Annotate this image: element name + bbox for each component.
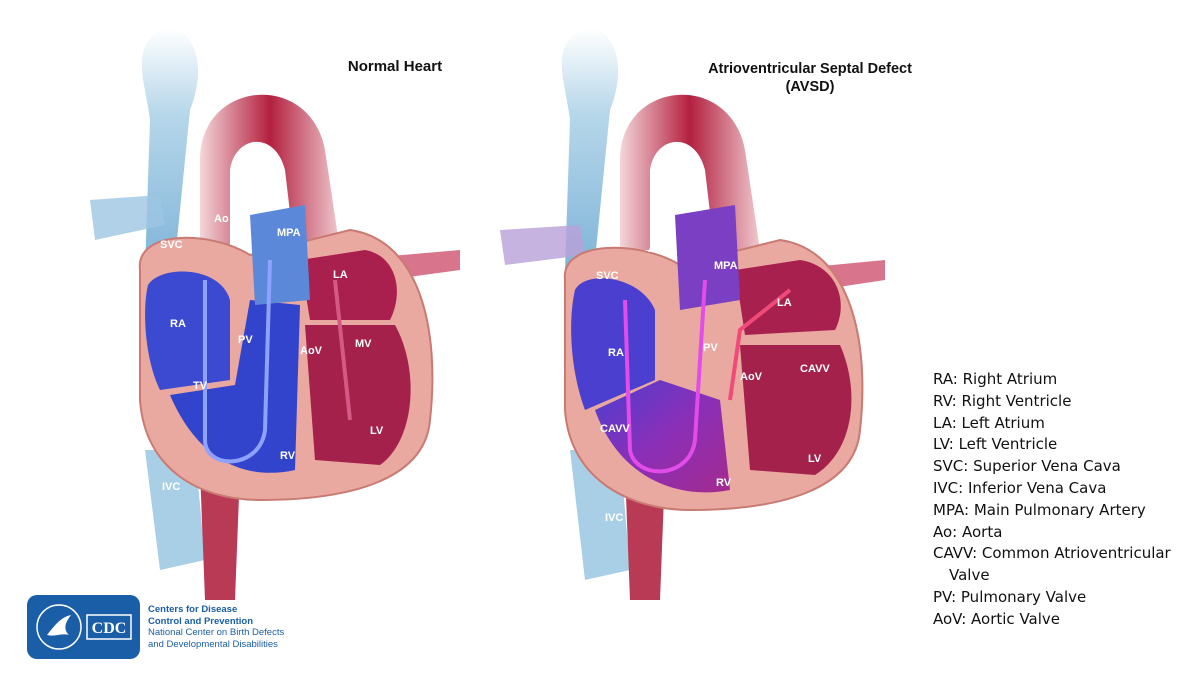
label-rv: RV <box>280 450 296 462</box>
legend-item: SVC: Superior Vena Cava <box>933 457 1121 476</box>
right-atrium <box>145 271 230 390</box>
main-pulmonary-artery <box>675 205 740 310</box>
right-atrium <box>571 278 655 410</box>
label-ra: RA <box>170 318 186 330</box>
blood-flow-arrow <box>203 259 272 464</box>
label-ivc: IVC <box>605 512 623 524</box>
cdc-line1: Centers for Disease <box>148 604 238 615</box>
legend-item: AoV: Aortic Valve <box>933 609 1061 628</box>
legend-item: PV: Pulmonary Valve <box>933 587 1087 606</box>
left-ventricle <box>305 325 411 465</box>
label-tv: TV <box>193 380 208 392</box>
label-la: LA <box>333 269 348 281</box>
descending-aorta <box>200 470 240 600</box>
legend-item: RA: Right Atrium <box>933 370 1058 388</box>
superior-vena-cava <box>141 28 199 271</box>
label-rv: RV <box>716 477 732 489</box>
label-cavv-left: CAVV <box>600 423 630 435</box>
left-ventricle <box>740 345 852 475</box>
label-la: LA <box>777 297 792 309</box>
avsd-title-line1: Atrioventricular Septal Defect <box>708 61 912 77</box>
label-svc: SVC <box>160 239 183 251</box>
abbreviation-legend: RA: Right Atrium RV: Right Ventricle LA:… <box>933 369 1198 631</box>
cdc-line4: and Developmental Disabilities <box>148 638 278 650</box>
blood-flow-arrow <box>623 279 707 474</box>
hhs-eagle-icon: CDC <box>36 604 132 650</box>
label-ao: Ao <box>214 213 229 225</box>
normal-heart-title: Normal Heart <box>347 58 443 75</box>
label-pv: PV <box>238 334 253 346</box>
label-mv: MV <box>355 338 372 350</box>
pulmonary-vessels-left <box>90 195 165 240</box>
label-ivc: IVC <box>162 481 180 493</box>
label-aov: AoV <box>740 371 763 383</box>
cdc-line2: Control and Prevention <box>148 615 254 627</box>
label-ra: RA <box>608 347 624 359</box>
left-atrium <box>300 250 397 320</box>
label-lv: LV <box>370 425 384 437</box>
label-svc: SVC <box>596 270 619 282</box>
legend-item-continuation: Valve <box>949 566 990 585</box>
pulmonary-vessels-left <box>500 225 585 265</box>
main-pulmonary-artery <box>250 205 310 305</box>
label-mpa: MPA <box>277 227 301 239</box>
blood-flow-arrow <box>728 288 792 401</box>
label-ao: Ao <box>648 243 663 255</box>
label-mpa: MPA <box>714 260 738 272</box>
left-atrium <box>735 260 841 335</box>
cdc-mark: CDC <box>92 620 127 637</box>
legend-item: Ao: Aorta <box>933 522 1003 541</box>
cdc-logo-text: Centers for Disease Control and Preventi… <box>148 604 284 650</box>
avsd-title-line2: (AVSD) <box>785 79 835 95</box>
avsd-title: Atrioventricular Septal Defect (AVSD) <box>680 60 940 96</box>
avsd-heart-illustration: SVC Ao MPA LA RA PV AoV CAVV CAVV LV RV … <box>500 28 885 600</box>
normal-heart-illustration: SVC Ao MPA RA LA PV AoV MV TV LV RV IVC <box>90 28 460 600</box>
legend-item: CAVV: Common Atrioventricular <box>933 544 1171 563</box>
label-cavv-right: CAVV <box>800 363 830 375</box>
blood-flow-arrow <box>333 279 352 421</box>
label-lv: LV <box>808 453 822 465</box>
cdc-logo: CDC <box>27 595 140 659</box>
label-pv: PV <box>703 342 718 354</box>
superior-vena-cava <box>561 28 619 271</box>
legend-item: LV: Left Ventricle <box>933 435 1058 454</box>
legend-item: MPA: Main Pulmonary Artery <box>933 500 1146 519</box>
label-aov: AoV <box>300 345 323 357</box>
cdc-line3: National Center on Birth Defects <box>148 627 285 638</box>
legend-item: LA: Left Atrium <box>933 413 1045 432</box>
legend-item: IVC: Inferior Vena Cava <box>933 478 1107 497</box>
legend-item: RV: Right Ventricle <box>933 391 1072 410</box>
